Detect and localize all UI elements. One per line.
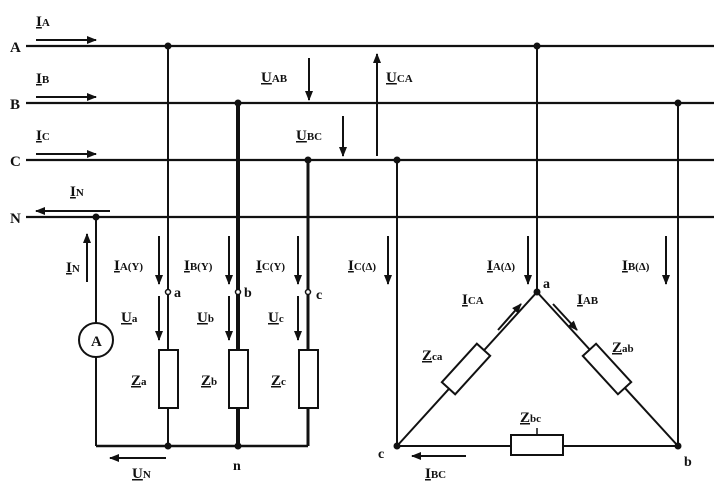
label-ic: IC [36, 128, 50, 144]
label-ib-delta: IB(Δ) [622, 258, 650, 274]
label-ic-y: IC(Y) [256, 258, 285, 274]
node-a-star: a [174, 286, 181, 301]
label-ubc: UBC [296, 128, 322, 144]
impedance-zbc [510, 434, 564, 456]
impedance-zc [298, 349, 319, 409]
label-in-branch: IN [66, 260, 80, 276]
label-ib-y: IB(Y) [184, 258, 213, 274]
label-zab: Zab [612, 340, 634, 356]
label-ia-delta: IA(Δ) [487, 258, 515, 274]
label-zb: Zb [201, 373, 217, 389]
ammeter [78, 322, 114, 358]
delta-impedances [440, 342, 633, 456]
ammeter-label: A [91, 334, 102, 350]
label-ia: IA [36, 14, 50, 30]
delta-load [396, 46, 679, 447]
node-b-star: b [244, 286, 252, 301]
terminal-dots [164, 288, 312, 296]
node-c-star: c [316, 288, 322, 303]
label-ic-delta: IC(Δ) [348, 258, 376, 274]
node-b-delta: b [684, 455, 692, 470]
line-label-n: N [10, 211, 21, 227]
star-load [95, 46, 310, 448]
impedance-za [158, 349, 179, 409]
line-label-b: B [10, 97, 20, 113]
label-iab: IAB [577, 292, 599, 308]
label-uc: Uc [268, 310, 284, 326]
label-ua: Ua [121, 310, 138, 326]
label-ub: Ub [197, 310, 214, 326]
node-c-delta: c [378, 447, 384, 462]
label-un: UN [132, 466, 151, 482]
label-za: Za [131, 373, 147, 389]
impedance-zab [581, 342, 633, 396]
label-in: IN [70, 184, 84, 200]
line-label-a: A [10, 40, 21, 56]
label-ib: IB [36, 71, 50, 87]
impedance-zca [440, 342, 492, 396]
label-ibc: IBC [425, 466, 446, 482]
impedance-zb [228, 349, 249, 409]
node-n: n [233, 459, 241, 474]
label-uab: UAB [261, 70, 288, 86]
label-uca: UCA [386, 70, 413, 86]
label-zca: Zca [422, 348, 443, 364]
label-ica: ICA [462, 292, 484, 308]
line-current-arrows [35, 36, 110, 215]
star-current-arrows [83, 233, 302, 285]
supply-lines [26, 44, 714, 219]
label-zc: Zc [271, 373, 286, 389]
junction-dots [92, 42, 682, 450]
node-a-delta: a [543, 277, 550, 292]
delta-current-arrows [384, 236, 670, 460]
star-impedances [158, 349, 319, 409]
star-voltage-arrows [155, 296, 302, 341]
label-zbc: Zbc [520, 410, 541, 426]
line-label-c: C [10, 154, 21, 170]
label-ia-y: IA(Y) [114, 258, 143, 274]
line-voltage-arrows [305, 53, 381, 157]
